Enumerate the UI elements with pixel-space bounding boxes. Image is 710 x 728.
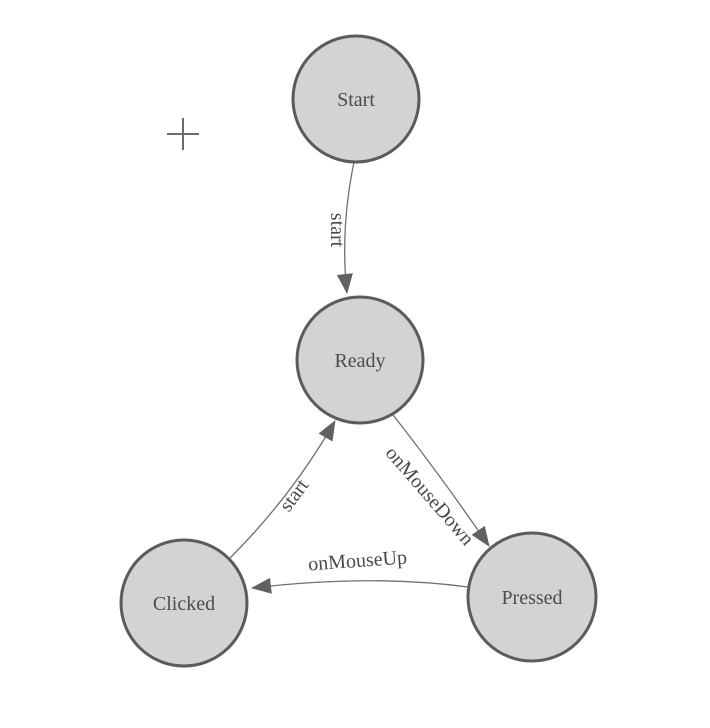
node-clicked[interactable]: Clicked bbox=[119, 538, 249, 668]
node-label-pressed: Pressed bbox=[501, 587, 562, 609]
edge-label-ready-to-pressed: onMouseDown bbox=[381, 442, 479, 550]
edge-label-pressed-to-clicked: onMouseUp bbox=[307, 547, 407, 576]
edge-pressed-to-clicked[interactable] bbox=[251, 577, 469, 594]
node-circle-pressed[interactable] bbox=[466, 531, 598, 663]
edge-label-clicked-to-ready: start bbox=[275, 475, 313, 516]
edge-clicked-to-ready[interactable] bbox=[229, 420, 336, 559]
node-circle-start[interactable] bbox=[291, 34, 421, 164]
node-label-clicked: Clicked bbox=[153, 593, 215, 615]
node-label-ready: Ready bbox=[334, 350, 385, 372]
crosshair-cursor-icon bbox=[167, 118, 199, 150]
edge-ready-to-pressed[interactable] bbox=[392, 414, 490, 547]
edge-label-start-to-ready: start bbox=[326, 213, 348, 248]
node-ready[interactable]: Ready bbox=[295, 295, 425, 425]
node-label-start: Start bbox=[337, 89, 375, 111]
edge-start-to-ready[interactable] bbox=[336, 161, 355, 294]
node-circle-ready[interactable] bbox=[295, 295, 425, 425]
node-pressed[interactable]: Pressed bbox=[466, 531, 598, 663]
node-circle-clicked[interactable] bbox=[119, 538, 249, 668]
node-start[interactable]: Start bbox=[291, 34, 421, 164]
